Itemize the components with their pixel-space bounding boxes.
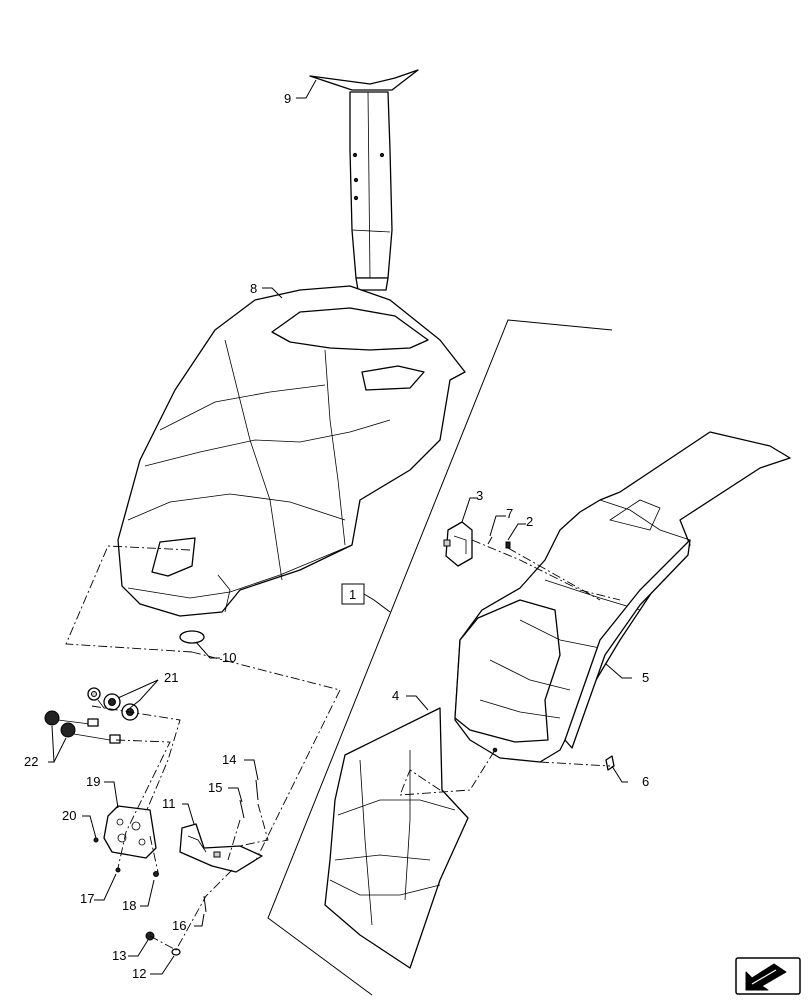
callout-1-box: 1 (341, 583, 365, 605)
arrow-icon[interactable] (735, 957, 801, 995)
part-11-bracket (179, 823, 263, 873)
part-8-console-shroud (117, 285, 466, 617)
callout-1: 1 (349, 587, 356, 602)
part-5-right-panel (454, 431, 791, 763)
callout-16: 16 (172, 918, 186, 933)
part-15-bolt (239, 799, 245, 819)
part-2-fastener (505, 541, 511, 549)
callout-22: 22 (24, 754, 38, 769)
part-18-nut (153, 871, 159, 877)
callout-10: 10 (222, 650, 236, 665)
callout-19: 19 (86, 774, 100, 789)
callout-21: 21 (164, 670, 178, 685)
callout-labels: 9 8 3 7 2 1 10 21 5 4 22 14 15 6 19 11 2… (24, 91, 649, 981)
callout-20: 20 (62, 808, 76, 823)
callout-6: 6 (642, 774, 649, 789)
callout-14: 14 (222, 752, 236, 767)
part-19-plate (103, 805, 157, 859)
part-4-lower-panel (324, 707, 469, 969)
callout-2: 2 (526, 514, 533, 529)
callout-7: 7 (506, 506, 513, 521)
part-13-cap (145, 931, 155, 941)
part-14-bolt (255, 779, 259, 801)
callout-9: 9 (284, 91, 291, 106)
callout-4: 4 (392, 688, 399, 703)
part-22-connectors (44, 710, 121, 744)
callout-11: 11 (162, 796, 176, 811)
callout-15: 15 (208, 780, 222, 795)
part-20-screw (93, 837, 99, 843)
callout-5: 5 (642, 670, 649, 685)
callout-13: 13 (112, 948, 126, 963)
part-12-washer (171, 948, 181, 956)
part-10-seal (179, 630, 205, 644)
callout-18: 18 (122, 898, 136, 913)
assembly-lines (65, 539, 621, 951)
callout-8: 8 (250, 281, 257, 296)
assembly-1-boundary (267, 319, 613, 996)
part-7-fastener (487, 536, 493, 545)
callout-3: 3 (476, 488, 483, 503)
callout-12: 12 (132, 966, 146, 981)
callout-17: 17 (80, 891, 94, 906)
callout-leaders (48, 79, 632, 975)
part-3-bracket (443, 521, 473, 567)
part-9-steering-column (309, 69, 419, 291)
part-17-screw (115, 867, 121, 873)
